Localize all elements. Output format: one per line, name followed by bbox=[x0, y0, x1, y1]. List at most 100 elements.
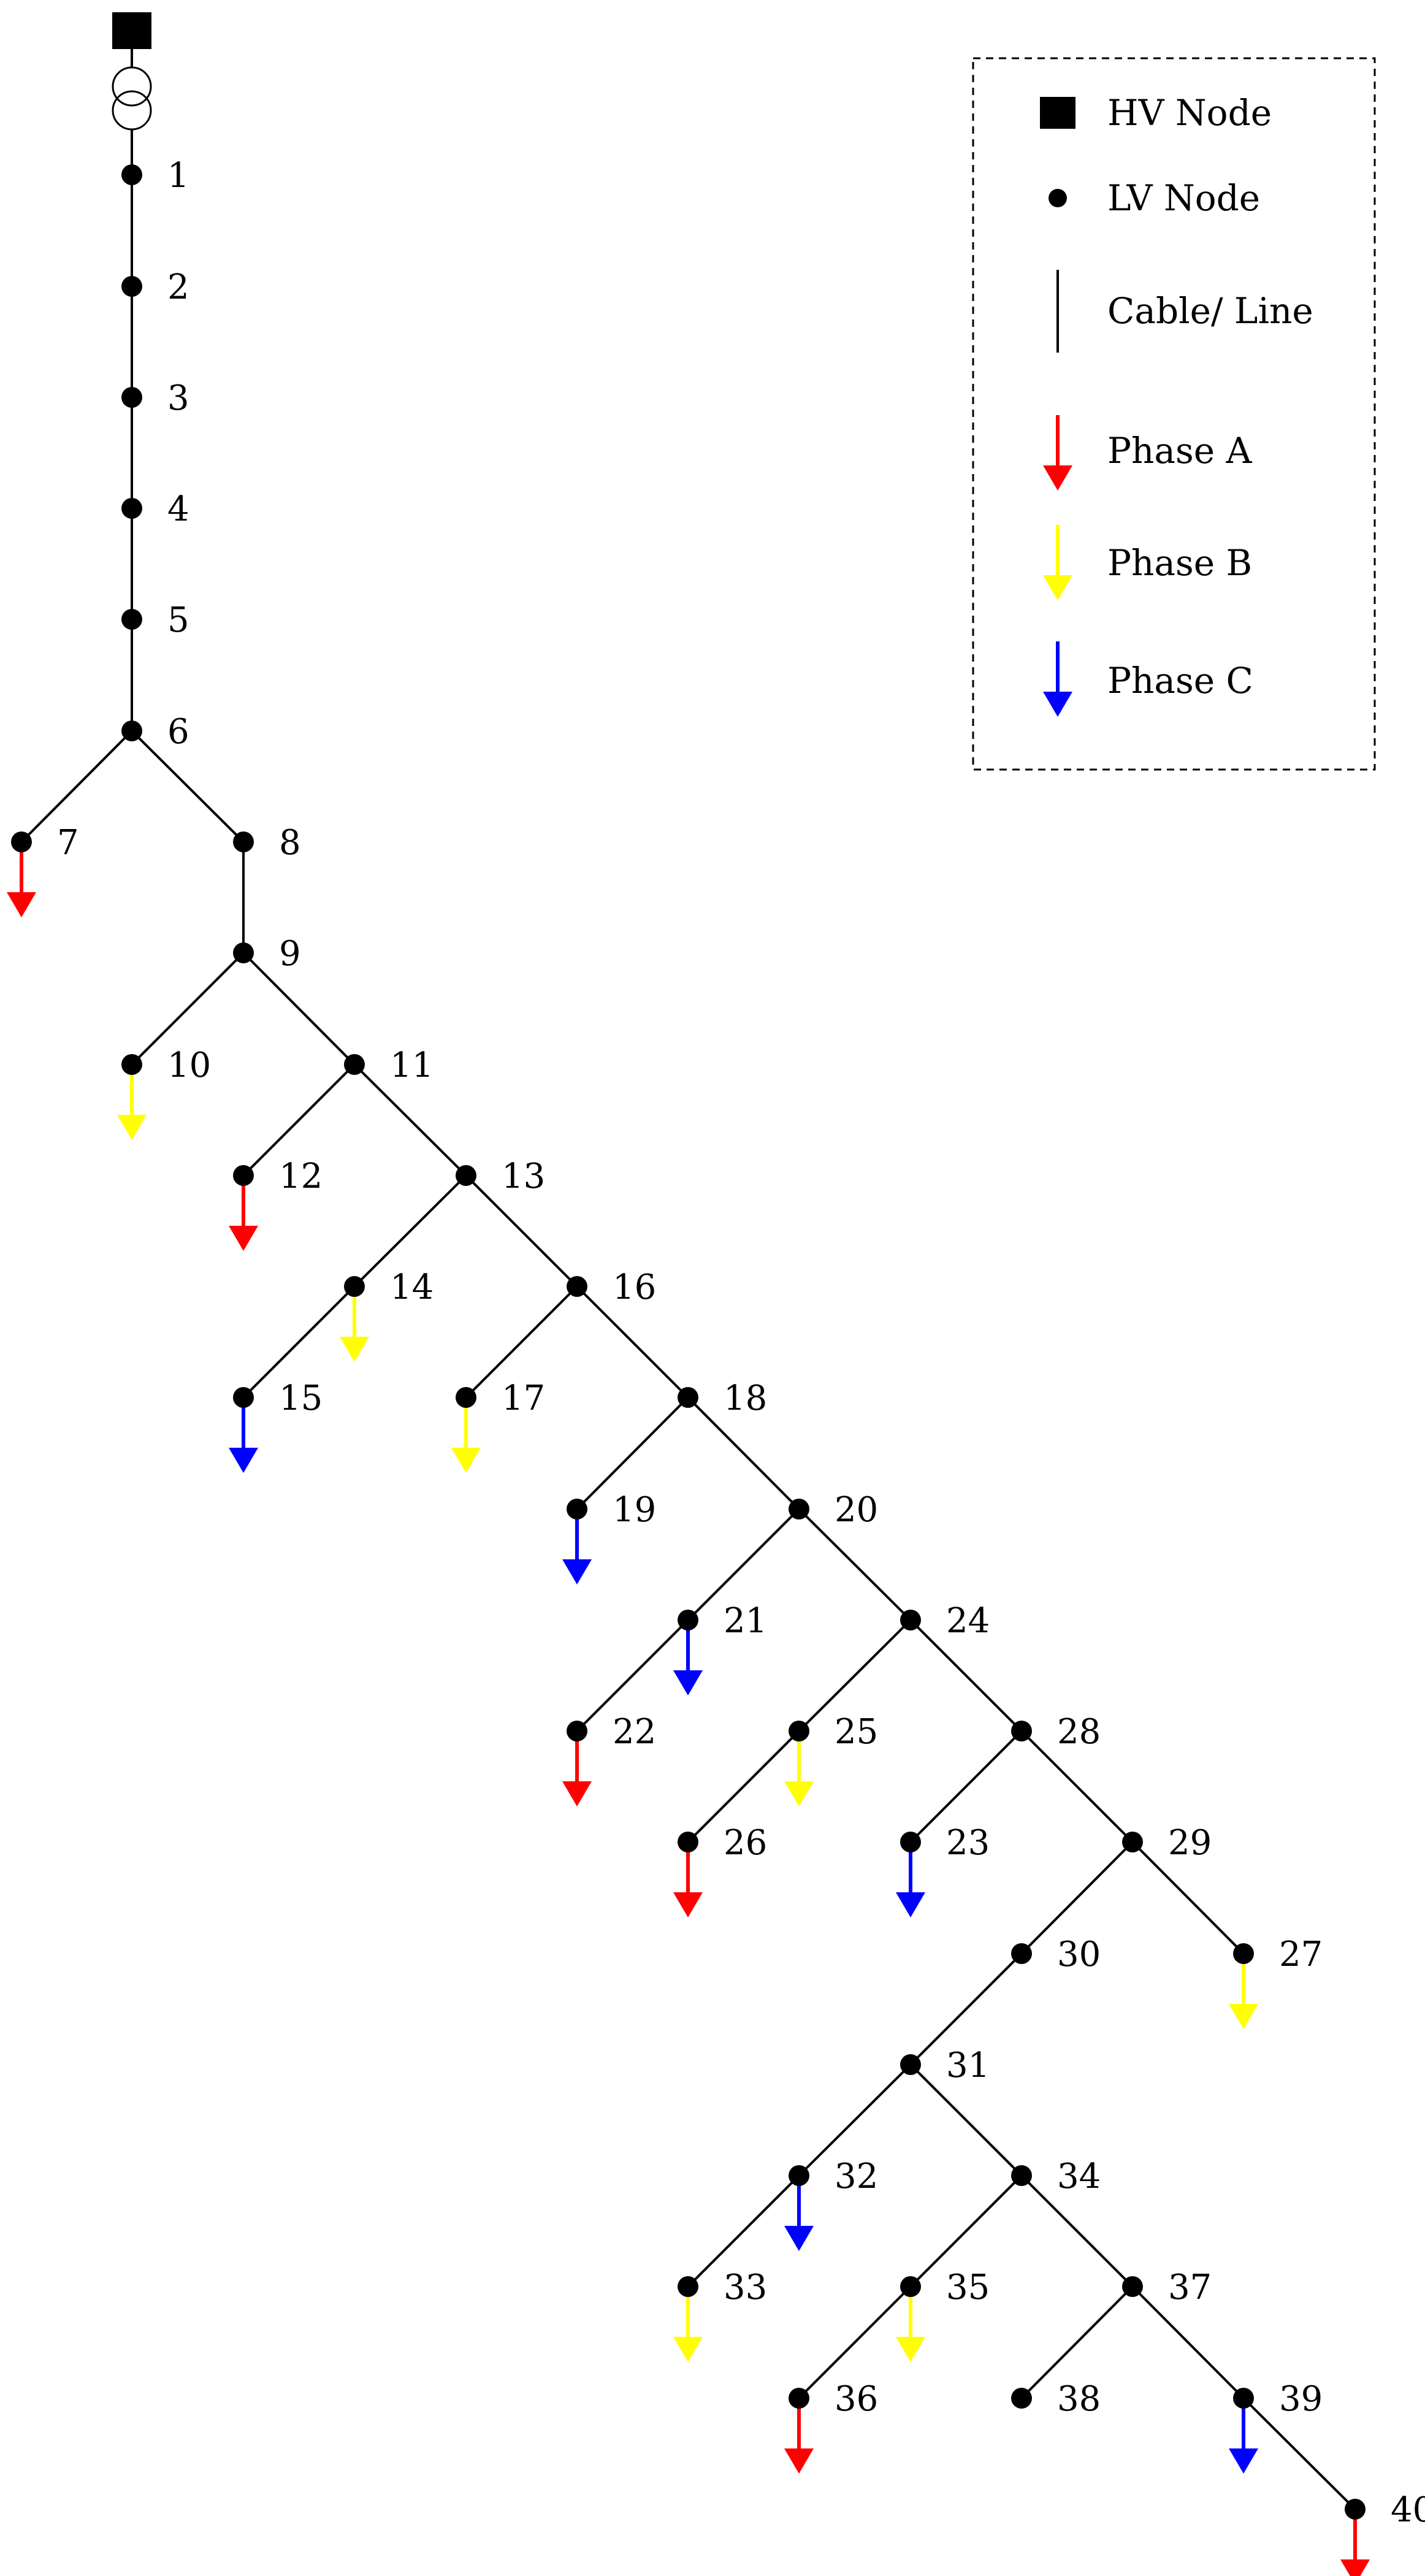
legend-phase-b-label: Phase B bbox=[1107, 542, 1252, 584]
node-label-10: 10 bbox=[167, 1045, 211, 1085]
lv-node-19 bbox=[567, 1499, 587, 1519]
node-label-34: 34 bbox=[1057, 2157, 1101, 2196]
legend-box bbox=[972, 57, 1376, 771]
legend-phase-c-label: Phase C bbox=[1107, 660, 1253, 701]
node-label-20: 20 bbox=[835, 1490, 878, 1530]
lv-node-31 bbox=[900, 2054, 921, 2075]
node-label-17: 17 bbox=[502, 1378, 545, 1418]
node-label-30: 30 bbox=[1057, 1935, 1101, 1974]
node-label-40: 40 bbox=[1391, 2490, 1425, 2530]
node-label-9: 9 bbox=[279, 934, 301, 974]
cable-34-37 bbox=[1020, 2174, 1134, 2288]
node-label-19: 19 bbox=[613, 1490, 656, 1530]
lv-node-26 bbox=[678, 1832, 698, 1852]
cable-18-19 bbox=[576, 1396, 689, 1510]
legend: HV Node LV Node Cable/ Line Phase A Phas… bbox=[972, 57, 1376, 771]
cable-6-8 bbox=[131, 730, 245, 843]
lv-node-2 bbox=[121, 276, 142, 297]
lv-node-39 bbox=[1233, 2388, 1254, 2409]
cable-16-17 bbox=[465, 1285, 578, 1399]
cable-25-26 bbox=[687, 1730, 800, 1843]
lv-node-4 bbox=[121, 498, 142, 519]
node-label-4: 4 bbox=[167, 489, 189, 529]
node-label-13: 13 bbox=[502, 1156, 545, 1196]
cable-37-39 bbox=[1131, 2285, 1245, 2399]
cable-11-12 bbox=[242, 1063, 356, 1177]
legend-phase-a-label: Phase A bbox=[1107, 430, 1252, 472]
load-arrow-node-23 bbox=[896, 1842, 925, 1917]
lv-node-14 bbox=[344, 1276, 365, 1297]
lv-node-40 bbox=[1345, 2499, 1366, 2520]
lv-nodes bbox=[11, 164, 1366, 2520]
lv-node-28 bbox=[1011, 1721, 1032, 1741]
cable-28-23 bbox=[909, 1730, 1023, 1843]
cable-31-34 bbox=[909, 2063, 1023, 2177]
legend-phase-arrows bbox=[1043, 415, 1072, 717]
node-label-18: 18 bbox=[724, 1378, 767, 1418]
node-label-6: 6 bbox=[167, 712, 189, 752]
cable-30-31 bbox=[909, 1952, 1023, 2066]
legend-lv-node-label: LV Node bbox=[1107, 177, 1260, 219]
cable-14-15 bbox=[242, 1285, 356, 1399]
node-label-15: 15 bbox=[279, 1378, 323, 1418]
cable-9-11 bbox=[242, 952, 356, 1066]
cable-37-38 bbox=[1020, 2285, 1134, 2399]
node-label-14: 14 bbox=[390, 1267, 434, 1307]
node-label-38: 38 bbox=[1057, 2379, 1101, 2419]
cable-20-21 bbox=[687, 1508, 800, 1621]
node-label-39: 39 bbox=[1279, 2379, 1323, 2419]
lv-node-23 bbox=[900, 1832, 921, 1852]
lv-node-27 bbox=[1233, 1943, 1254, 1964]
load-arrow-node-19 bbox=[562, 1509, 592, 1584]
node-label-28: 28 bbox=[1057, 1712, 1101, 1752]
cable-32-33 bbox=[687, 2174, 800, 2288]
load-arrow-node-27 bbox=[1229, 1954, 1258, 2029]
lv-node-7 bbox=[11, 831, 32, 852]
node-label-12: 12 bbox=[279, 1156, 323, 1196]
lv-node-37 bbox=[1122, 2276, 1143, 2297]
cable-11-13 bbox=[353, 1063, 467, 1177]
node-label-27: 27 bbox=[1279, 1935, 1323, 1974]
lv-node-30 bbox=[1011, 1943, 1032, 1964]
cable-29-30 bbox=[1020, 1841, 1134, 1955]
node-label-36: 36 bbox=[835, 2379, 878, 2419]
legend-phase-c-arrow-icon bbox=[1043, 641, 1072, 717]
load-arrow-node-17 bbox=[451, 1397, 481, 1473]
lv-node-20 bbox=[789, 1499, 809, 1519]
transformer bbox=[112, 12, 152, 175]
load-arrow-node-33 bbox=[673, 2287, 703, 2362]
cable-lines bbox=[20, 175, 1356, 2510]
lv-node-24 bbox=[900, 1610, 921, 1630]
cable-21-22 bbox=[576, 1619, 689, 1732]
node-label-11: 11 bbox=[390, 1045, 434, 1085]
cable-20-24 bbox=[798, 1508, 912, 1621]
load-arrow-node-12 bbox=[229, 1175, 258, 1251]
load-arrow-node-15 bbox=[229, 1397, 258, 1473]
transformer-winding-secondary-icon bbox=[112, 90, 152, 131]
lv-node-1 bbox=[121, 164, 142, 185]
legend-cable-label: Cable/ Line bbox=[1107, 290, 1313, 332]
lv-node-13 bbox=[456, 1165, 476, 1186]
node-label-8: 8 bbox=[279, 823, 301, 863]
node-label-31: 31 bbox=[946, 2046, 990, 2085]
legend-hv-node-label: HV Node bbox=[1107, 92, 1272, 134]
load-arrow-node-26 bbox=[673, 1842, 703, 1917]
node-label-3: 3 bbox=[167, 378, 189, 418]
cable-34-35 bbox=[909, 2174, 1023, 2288]
cable-39-40 bbox=[1242, 2397, 1356, 2510]
load-arrow-node-10 bbox=[117, 1064, 147, 1140]
lv-node-38 bbox=[1011, 2388, 1032, 2409]
node-label-7: 7 bbox=[57, 823, 79, 863]
lv-node-5 bbox=[121, 609, 142, 630]
lv-node-11 bbox=[344, 1054, 365, 1075]
cable-13-14 bbox=[353, 1174, 467, 1288]
lv-node-12 bbox=[233, 1165, 254, 1186]
cable-29-27 bbox=[1131, 1841, 1245, 1955]
node-label-33: 33 bbox=[724, 2268, 767, 2307]
load-arrow-node-36 bbox=[784, 2398, 814, 2474]
legend-phase-a-arrow-icon bbox=[1043, 415, 1072, 491]
lv-node-3 bbox=[121, 387, 142, 408]
cable-9-10 bbox=[131, 952, 245, 1066]
